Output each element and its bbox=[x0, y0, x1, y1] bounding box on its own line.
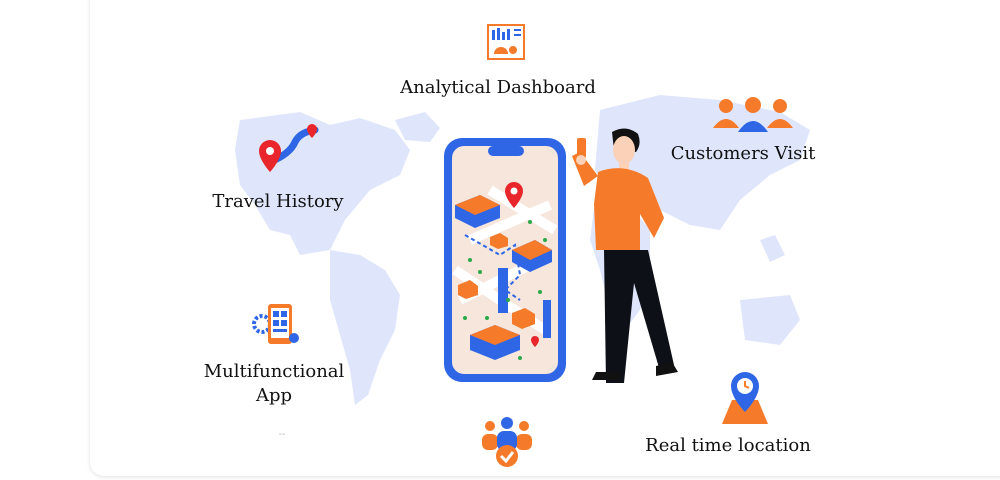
multifunctional-label-line2: App bbox=[255, 385, 293, 406]
multifunctional-app-label: Multifunctional App bbox=[196, 360, 352, 408]
travel-history-label: Travel History bbox=[212, 191, 344, 212]
location-clock-icon bbox=[722, 372, 768, 424]
customers-icon bbox=[713, 97, 793, 132]
dashboard-icon bbox=[487, 24, 525, 60]
customers-visit-label: Customers Visit bbox=[670, 143, 816, 164]
multifunctional-label-line1: Multifunctional bbox=[203, 361, 345, 382]
team-check-icon bbox=[482, 417, 532, 467]
smartphone-illustration bbox=[444, 138, 566, 382]
person-illustration bbox=[572, 128, 678, 383]
faint-mark: -- bbox=[278, 429, 286, 440]
route-pin-icon bbox=[259, 124, 319, 172]
real-time-location-label: Real time location bbox=[645, 435, 811, 456]
analytical-dashboard-label: Analytical Dashboard bbox=[400, 77, 596, 98]
app-settings-icon bbox=[252, 304, 299, 344]
